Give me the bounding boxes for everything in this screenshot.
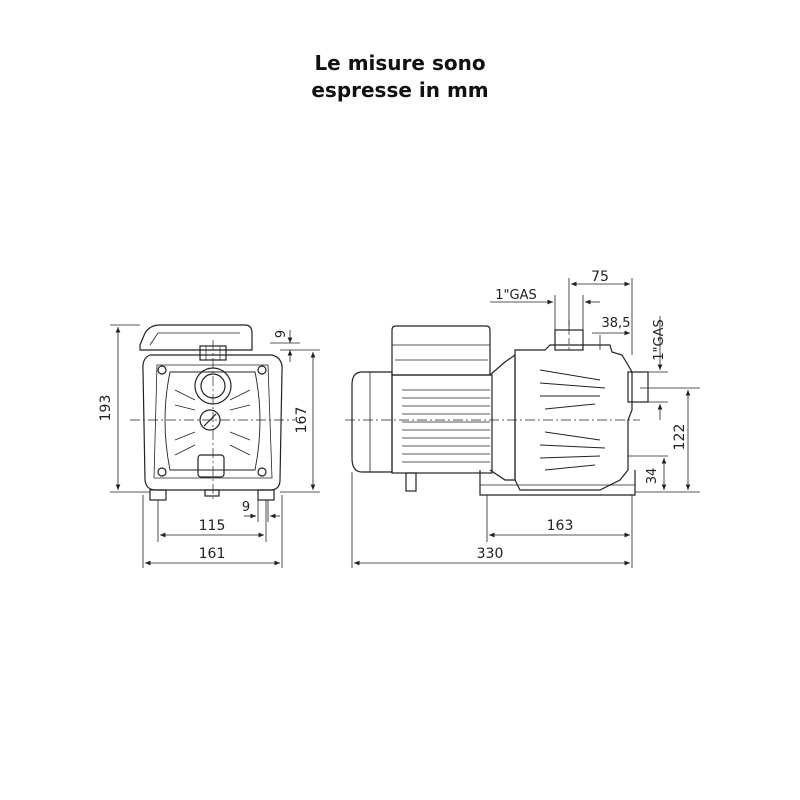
dim-163: 163 (547, 518, 574, 534)
front-view-dimensions (110, 324, 320, 568)
front-view-labels: 193 167 9 9 115 161 (98, 330, 310, 562)
side-view-labels: 75 1"GAS 38,5 1"GAS 122 34 163 330 (477, 269, 688, 562)
inlet-thread-label: 1"GAS (652, 319, 667, 360)
dim-75: 75 (591, 269, 609, 285)
measurement-note-line2: espresse in mm (311, 78, 489, 102)
dim-115: 115 (199, 518, 226, 534)
measurement-note: Le misure sono espresse in mm (0, 50, 800, 104)
front-view (130, 324, 295, 501)
dim-122: 122 (672, 424, 688, 451)
dim-9-top: 9 (274, 330, 289, 338)
dim-193: 193 (98, 395, 114, 422)
side-view (345, 320, 649, 496)
dim-34: 34 (645, 468, 660, 485)
dim-167: 167 (294, 407, 310, 434)
dim-9-foot: 9 (242, 500, 250, 515)
side-view-dimensions (351, 278, 700, 568)
outlet-thread-label: 1"GAS (495, 288, 536, 303)
dim-38-5: 38,5 (602, 316, 631, 331)
dim-330: 330 (477, 546, 504, 562)
dim-161: 161 (199, 546, 226, 562)
measurement-note-line1: Le misure sono (314, 51, 486, 75)
